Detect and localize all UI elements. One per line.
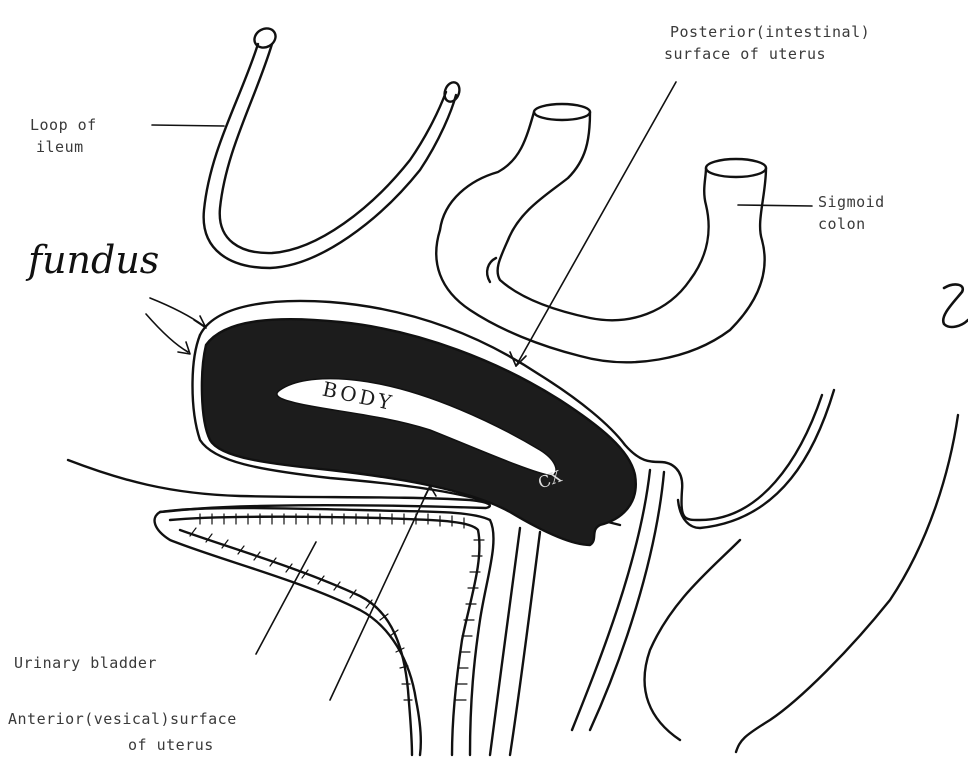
anterior-surface-label-line2: of uterus bbox=[128, 735, 214, 755]
posterior-contour bbox=[736, 415, 958, 752]
sigmoid-label-line1: Sigmoid bbox=[818, 192, 885, 212]
partial-handwritten-mark bbox=[943, 285, 968, 327]
ileum-loop bbox=[204, 25, 462, 268]
anterior-surface-label-line1: Anterior(vesical)surface bbox=[8, 709, 237, 729]
rectum-contour bbox=[645, 540, 740, 740]
ileum-label-line2: ileum bbox=[36, 137, 84, 157]
urinary-bladder-label: Urinary bladder bbox=[14, 653, 157, 673]
fundus-arrow-2 bbox=[146, 314, 190, 354]
pointer-ileum bbox=[152, 125, 224, 126]
fundus-label: fundus bbox=[28, 238, 159, 282]
pointer-sigmoid bbox=[738, 205, 812, 206]
fundus-arrow-1 bbox=[150, 298, 206, 328]
posterior-surface-label-line1: Posterior(intestinal) bbox=[670, 22, 870, 42]
pointer-posterior bbox=[516, 82, 676, 366]
sigmoid-colon bbox=[436, 104, 766, 362]
sigmoid-label-line2: colon bbox=[818, 214, 866, 234]
posterior-surface-label-line2: surface of uterus bbox=[664, 44, 826, 64]
ileum-label-line1: Loop of bbox=[30, 115, 97, 135]
